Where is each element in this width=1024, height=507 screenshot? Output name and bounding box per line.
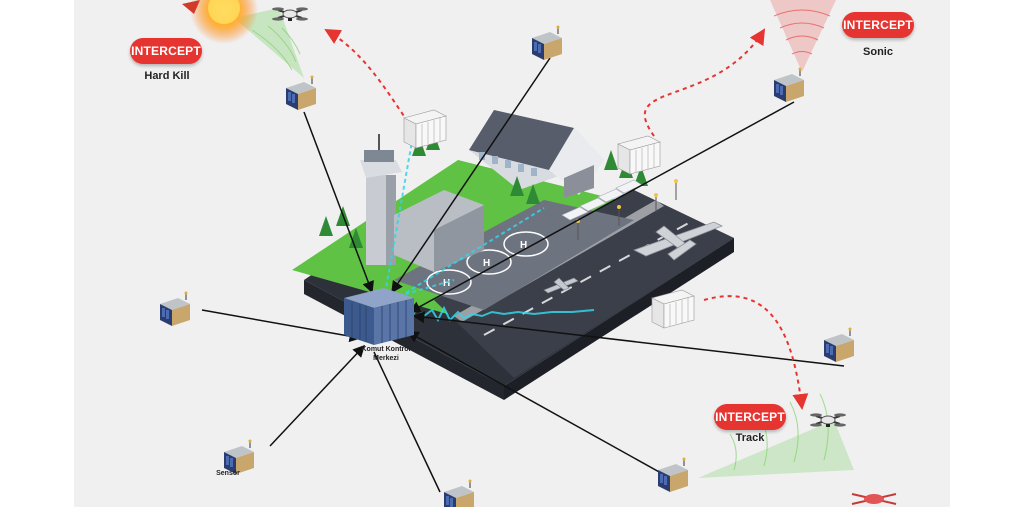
helipad-1: H	[426, 269, 472, 295]
sensor-box-icon	[531, 25, 563, 61]
intercept-paths	[324, 28, 809, 410]
svg-text:H: H	[443, 278, 450, 289]
track-caption: Track	[735, 432, 765, 444]
sensor-links	[201, 57, 845, 493]
command-center-icon	[344, 288, 414, 345]
diagram-canvas: H H H	[74, 0, 950, 507]
sensor-box-icon	[285, 75, 317, 111]
explosion-icon	[182, 0, 258, 44]
sensor-box-icon	[773, 67, 805, 103]
hard-kill-caption: Hard Kill	[144, 70, 190, 82]
sensor-box-icon	[657, 457, 689, 493]
drone-icon	[809, 412, 847, 428]
hangar	[469, 110, 604, 198]
control-tower	[360, 134, 402, 265]
container-icon	[403, 109, 447, 149]
intercept-badge-hard-kill: INTERCEPT	[130, 38, 202, 64]
command-center-label: Komut Kontrol Merkezi	[361, 346, 411, 362]
track-beam	[698, 393, 854, 478]
sensor-box-icon	[823, 327, 855, 363]
helipad-3: H	[503, 231, 549, 257]
intercept-badge-sonic: INTERCEPT	[842, 12, 914, 38]
drone-icon	[851, 493, 897, 505]
sonic-beam	[770, 0, 836, 72]
sensor-label: Sensör	[216, 470, 240, 477]
helipad-2: H	[466, 249, 512, 275]
svg-text:H: H	[483, 258, 490, 269]
airport-defense-diagram: H H H	[159, 0, 897, 507]
airplane	[632, 221, 723, 261]
svg-text:H: H	[520, 240, 527, 251]
sonic-caption: Sonic	[863, 46, 893, 58]
container-icon	[617, 135, 661, 175]
sensor-box-icon	[443, 479, 475, 507]
intercept-badge-track: INTERCEPT	[714, 404, 786, 430]
sensor-box-icon	[159, 291, 191, 327]
